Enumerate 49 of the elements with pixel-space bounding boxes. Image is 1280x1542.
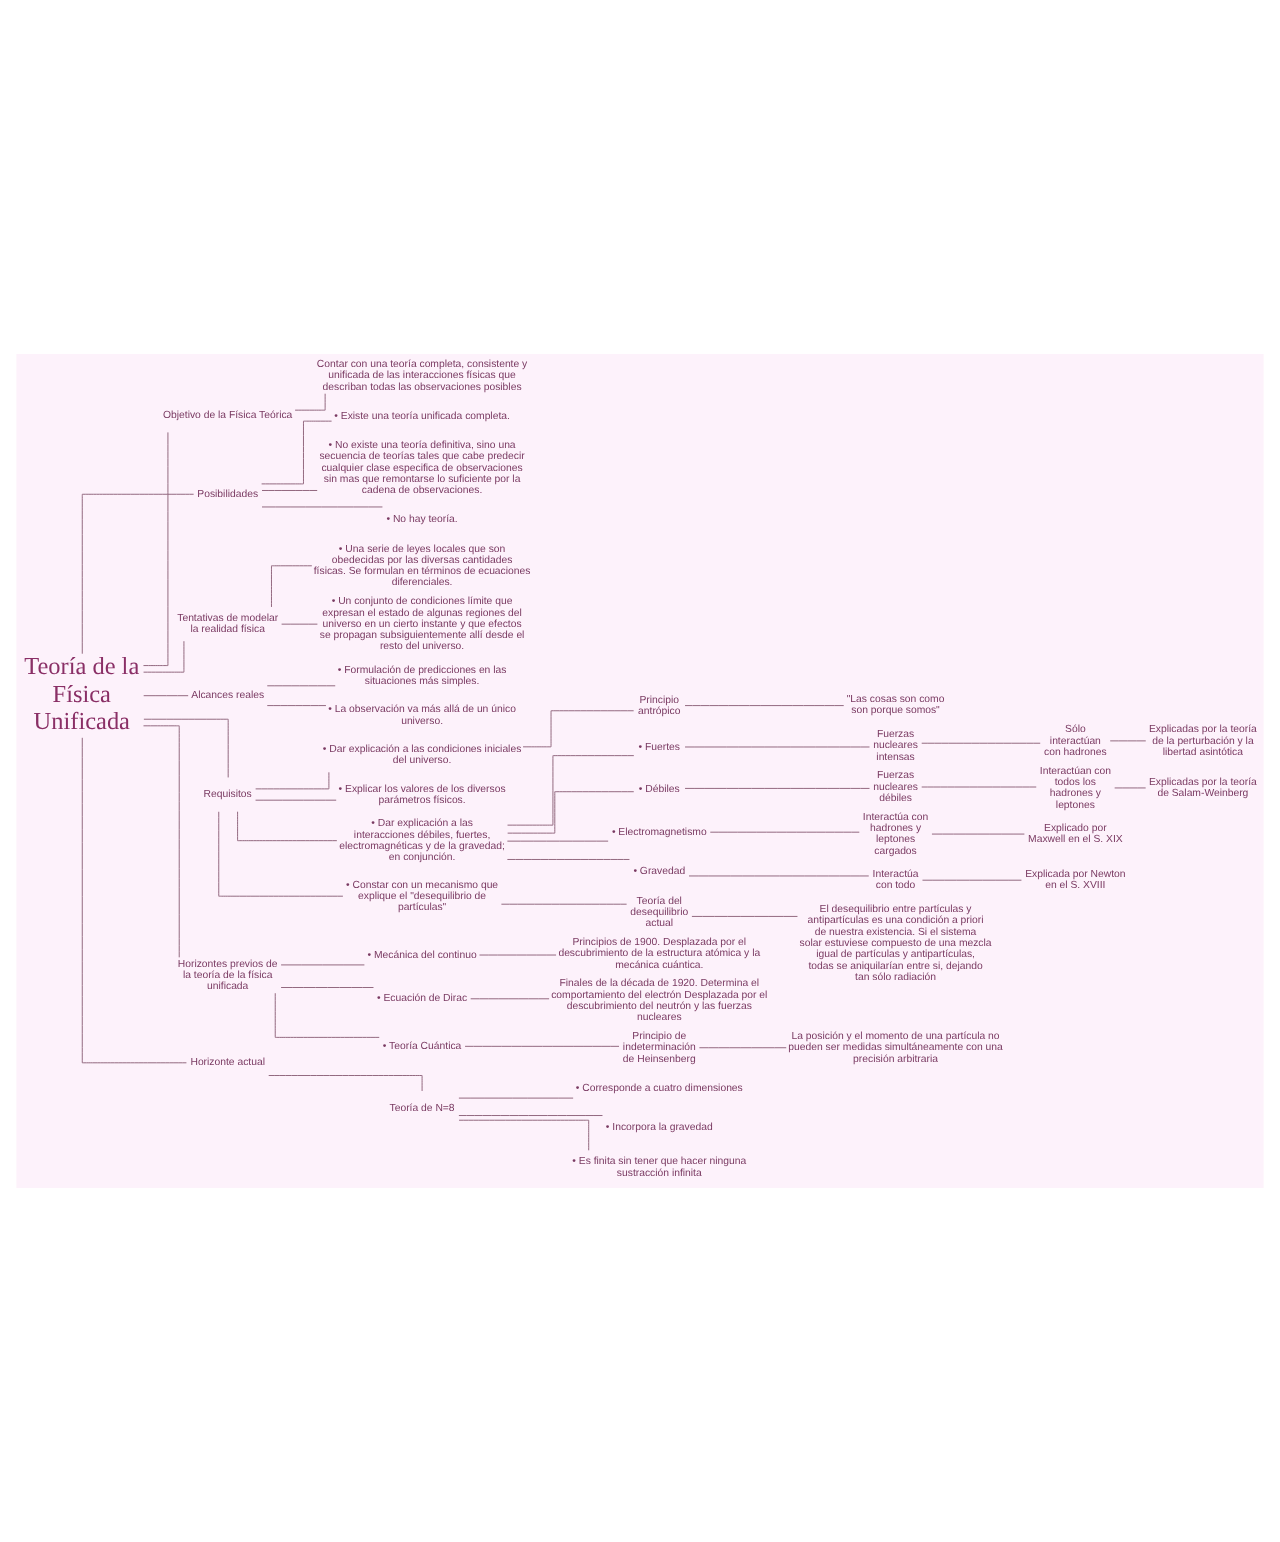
connector [281, 623, 318, 625]
connector [458, 1097, 574, 1099]
connector [143, 718, 229, 778]
connector [709, 831, 860, 833]
connector [684, 787, 870, 789]
connector [266, 685, 336, 687]
connector [684, 746, 870, 748]
connector [280, 987, 374, 988]
connector [506, 859, 630, 860]
connector [922, 879, 1022, 881]
connector [143, 695, 189, 697]
connector [688, 875, 870, 877]
connector [921, 742, 1041, 744]
connector [143, 725, 180, 958]
connector [684, 705, 845, 707]
connector [507, 791, 635, 834]
connector [698, 1047, 787, 1049]
connector [81, 493, 195, 655]
connector [143, 431, 169, 667]
connector [261, 420, 333, 485]
connector [261, 506, 383, 508]
connector [266, 705, 327, 707]
connector [1109, 740, 1147, 742]
connector [143, 640, 185, 673]
connector [458, 1115, 603, 1116]
connector [464, 1045, 620, 1047]
connector [280, 964, 365, 966]
connector [500, 903, 628, 905]
connector [1114, 787, 1147, 789]
connector [506, 840, 609, 842]
connector [81, 737, 187, 1064]
connector [931, 833, 1025, 835]
connector [255, 799, 337, 801]
connector [507, 755, 635, 826]
connector [271, 565, 313, 608]
connector [261, 490, 318, 491]
connector [522, 710, 635, 748]
connector [218, 811, 344, 897]
connector [274, 992, 380, 1038]
connector [268, 1075, 423, 1092]
connector [237, 811, 338, 842]
connector [921, 786, 1037, 788]
connector [691, 915, 798, 917]
connector [458, 1119, 590, 1151]
connector [294, 393, 326, 411]
connector [479, 954, 557, 956]
node-text: Teoría de la Física Unificada [24, 652, 140, 735]
connector [255, 771, 330, 790]
connector [470, 998, 550, 1000]
